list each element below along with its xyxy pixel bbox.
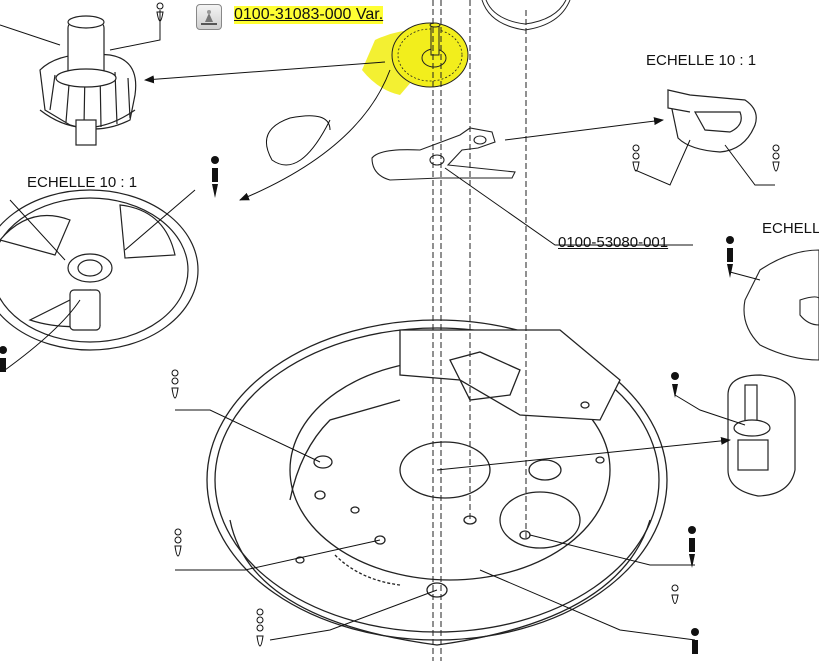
part-selection-icon-glyph bbox=[201, 10, 217, 25]
click-spring-part bbox=[371, 127, 516, 181]
lubrication-markers bbox=[0, 2, 780, 654]
marker-lower-right bbox=[688, 526, 696, 568]
marker-bottom-left bbox=[256, 608, 264, 647]
spring-part-reference[interactable]: 0100-53080-001 bbox=[558, 234, 669, 251]
highlighted-gear-part bbox=[362, 22, 469, 95]
marker-left-edge bbox=[0, 346, 7, 372]
right-shaft-part bbox=[727, 374, 796, 497]
marker-top-left bbox=[156, 2, 164, 22]
assembly-axis-lines bbox=[432, 0, 527, 661]
top-left-gear-assembly bbox=[39, 15, 137, 146]
marker-bottom-right-a bbox=[671, 584, 679, 604]
marker-left-scale bbox=[211, 156, 219, 198]
part-selection-icon[interactable] bbox=[196, 4, 222, 30]
leader-arrows bbox=[0, 10, 775, 641]
right-partial-part bbox=[743, 249, 819, 361]
main-plate bbox=[206, 319, 668, 646]
scale-label-right-cut: ECHELL bbox=[762, 220, 819, 237]
marker-bottom-right-b bbox=[691, 628, 699, 654]
bridge-part-top-right bbox=[667, 89, 757, 153]
marker-left-plate bbox=[171, 369, 179, 399]
left-balance-wheel bbox=[0, 189, 199, 351]
marker-right-mid bbox=[726, 236, 734, 278]
marker-lower-left bbox=[174, 528, 182, 557]
scale-label-left: ECHELLE 10 : 1 bbox=[27, 174, 138, 191]
marker-shaft bbox=[671, 372, 679, 398]
highlighted-part-reference[interactable]: 0100-31083-000 Var. bbox=[234, 6, 384, 24]
marker-top-right-b bbox=[772, 144, 780, 172]
scale-label-top-right: ECHELLE 10 : 1 bbox=[646, 52, 757, 69]
marker-top-right-a bbox=[632, 144, 640, 172]
